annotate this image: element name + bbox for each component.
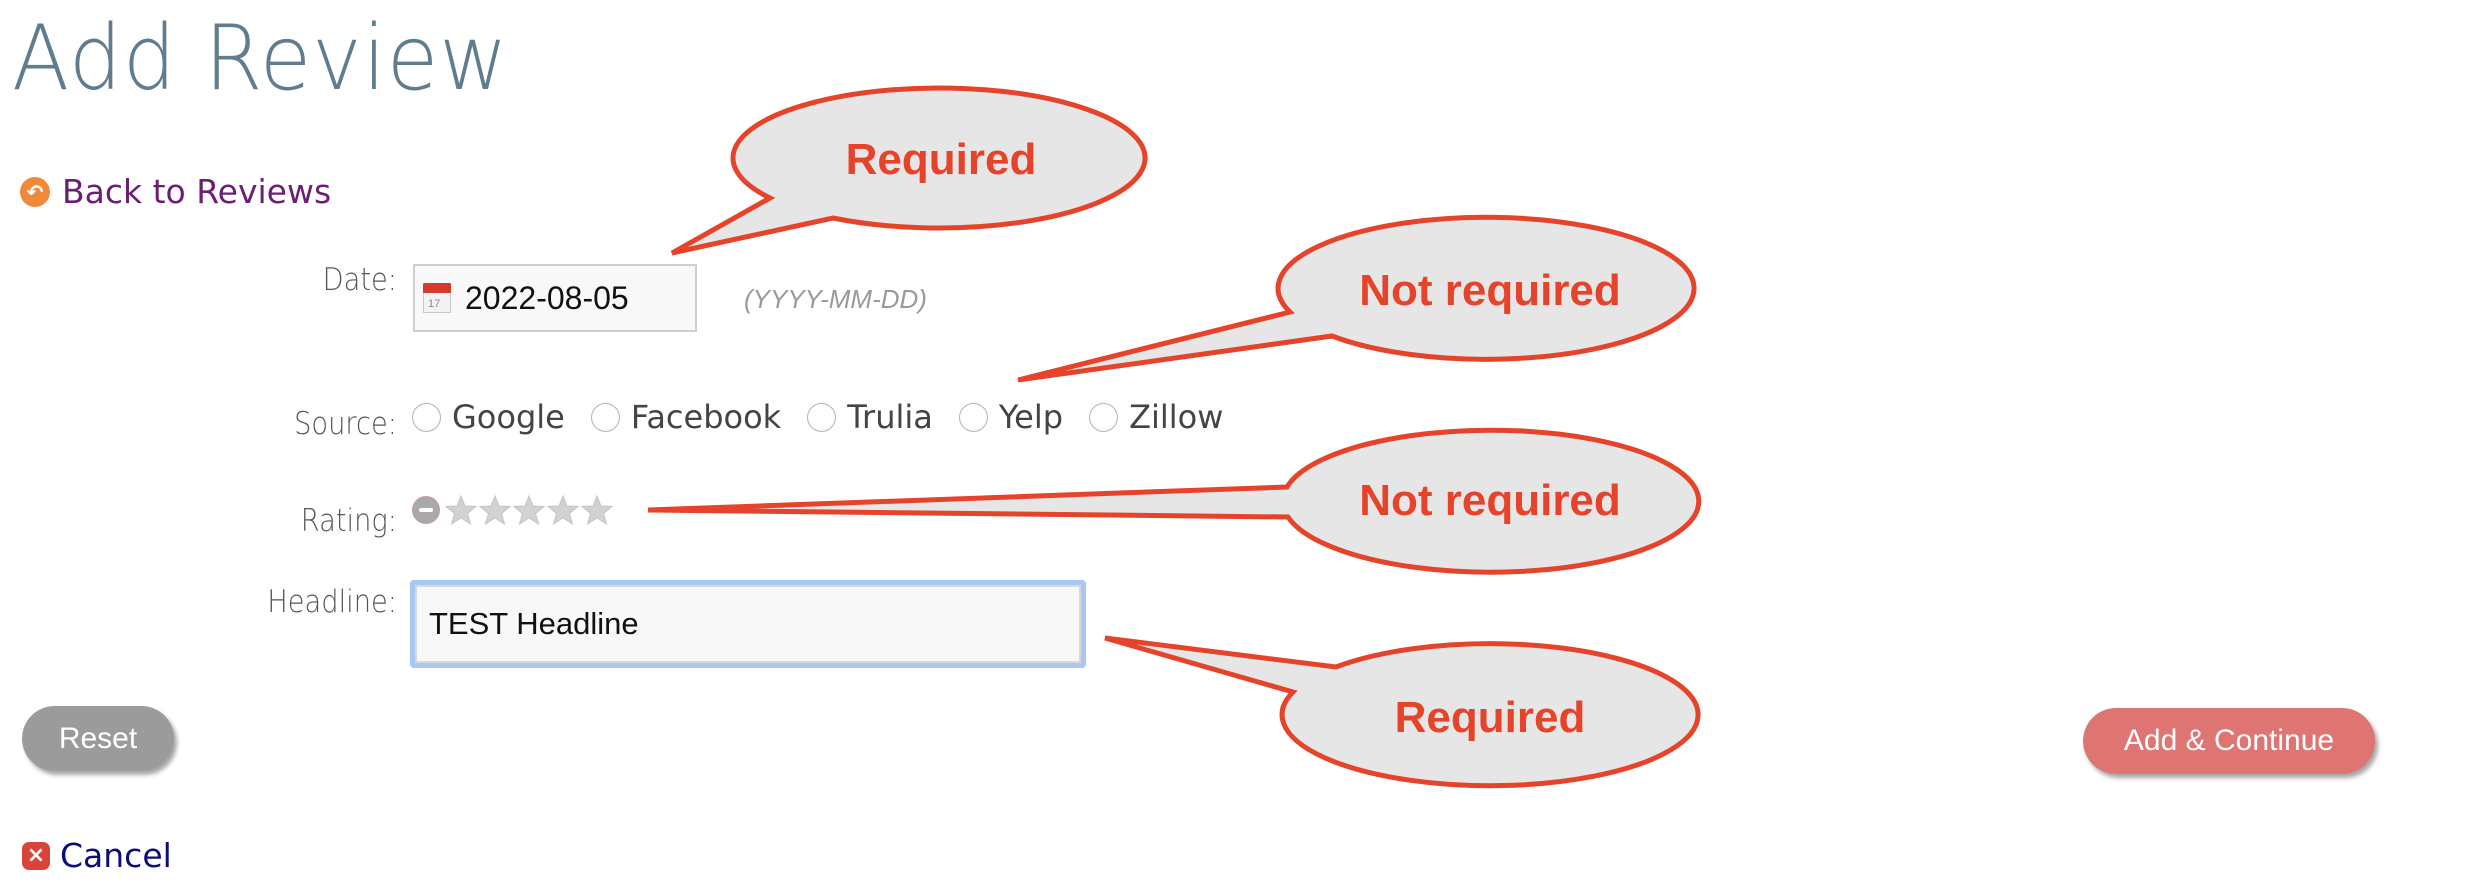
cancel-label: Cancel (60, 836, 172, 875)
clear-rating-icon[interactable] (412, 496, 440, 524)
back-link-label: Back to Reviews (62, 172, 332, 211)
radio-label: Yelp (998, 398, 1064, 436)
close-icon: × (22, 841, 50, 870)
source-label: Source: (294, 406, 397, 442)
date-value: 2022-08-05 (465, 279, 629, 316)
calendar-icon[interactable]: 17 (423, 283, 451, 313)
radio-button[interactable] (590, 402, 620, 432)
star-rating (412, 494, 614, 526)
radio-label: Trulia (847, 398, 933, 436)
back-arrow-circle-icon: ↶ (20, 176, 50, 207)
radio-button[interactable] (1089, 402, 1119, 432)
star-icon[interactable] (512, 494, 546, 526)
add-and-continue-button[interactable]: Add & Continue (2083, 708, 2375, 774)
radio-label: Zillow (1129, 398, 1224, 436)
source-option-facebook[interactable]: Facebook (590, 398, 782, 436)
radio-button[interactable] (807, 402, 837, 432)
radio-label: Google (452, 398, 565, 436)
callout-text-date: Required (845, 135, 1037, 184)
star-icon[interactable] (546, 494, 580, 526)
radio-button[interactable] (958, 402, 988, 432)
callout-text-headline: Required (1394, 693, 1586, 742)
source-radio-group: Google Facebook Trulia Yelp Zillow (412, 398, 1249, 436)
source-option-zillow[interactable]: Zillow (1089, 398, 1223, 436)
source-option-yelp[interactable]: Yelp (958, 398, 1064, 436)
star-icon[interactable] (580, 494, 614, 526)
date-format-hint: (YYYY-MM-DD) (744, 284, 927, 314)
page-title: Add Review (12, 6, 509, 111)
date-input[interactable]: 17 2022-08-05 (413, 264, 697, 332)
radio-label: Facebook (630, 398, 782, 436)
rating-label: Rating: (300, 503, 397, 539)
source-option-trulia[interactable]: Trulia (807, 398, 933, 436)
callout-text-rating: Not required (1359, 476, 1621, 525)
cancel-link[interactable]: × Cancel (22, 836, 172, 875)
star-icon[interactable] (478, 494, 512, 526)
star-icon[interactable] (444, 494, 478, 526)
back-to-reviews-link[interactable]: ↶ Back to Reviews (20, 172, 331, 211)
date-label: Date: (322, 262, 397, 298)
radio-button[interactable] (412, 402, 441, 432)
source-option-google[interactable]: Google (412, 398, 565, 436)
headline-label: Headline: (267, 584, 397, 620)
reset-button[interactable]: Reset (22, 706, 174, 771)
headline-input[interactable]: TEST Headline (410, 580, 1086, 668)
callout-text-source: Not required (1359, 266, 1621, 315)
